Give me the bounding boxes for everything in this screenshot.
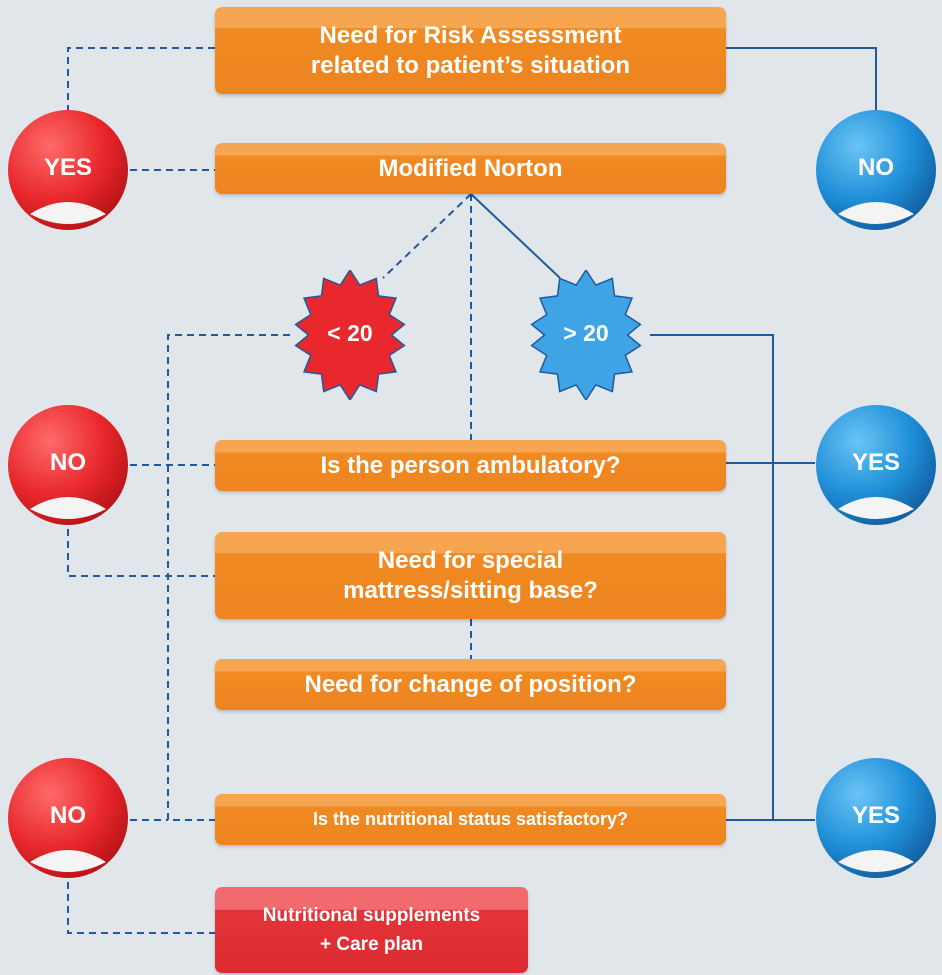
supplements-line-2: + Care plan xyxy=(320,934,423,955)
line-risk-to-yes xyxy=(67,47,215,110)
yes-circle-mid-right: YES xyxy=(816,405,936,525)
score-high-label: > 20 xyxy=(563,320,609,346)
line-no-to-supplements xyxy=(67,870,215,934)
ambulatory-box: Is the person ambulatory? xyxy=(215,440,726,491)
blue-star-shape xyxy=(530,270,642,400)
special-mattress-box: Need for special mattress/sitting base? xyxy=(215,532,726,619)
line-no-to-mattress xyxy=(67,517,215,577)
change-position-box: Need for change of position? xyxy=(215,659,726,710)
yes-circle-bottom-right: YES xyxy=(816,758,936,878)
score-low-label: < 20 xyxy=(327,320,373,346)
risk-assessment-line-1: Need for Risk Assessment xyxy=(319,22,622,50)
line-norton-to-low xyxy=(382,193,472,279)
line-high-to-nutrition xyxy=(650,334,774,821)
yes-circle-top-left: YES xyxy=(8,110,128,230)
risk-assessment-line-2: related to patient’s situation xyxy=(310,51,631,79)
yes-label: YES xyxy=(851,449,901,476)
line-norton-to-high xyxy=(470,193,561,279)
change-position-label: Need for change of position? xyxy=(304,670,637,698)
no-circle-top-right: NO xyxy=(816,110,936,230)
score-high-star: > 20 xyxy=(521,270,651,400)
ambulatory-label: Is the person ambulatory? xyxy=(320,451,621,479)
red-star-shape xyxy=(294,270,406,400)
no-label: NO xyxy=(50,802,86,829)
risk-assessment-box: Need for Risk Assessment related to pati… xyxy=(215,7,726,94)
modified-norton-box: Modified Norton xyxy=(215,143,726,194)
supplements-box: Nutritional supplements + Care plan xyxy=(215,887,528,973)
no-circle-mid-left: NO xyxy=(8,405,128,525)
no-circle-bottom-left: NO xyxy=(8,758,128,878)
special-mattress-line-2: mattress/sitting base? xyxy=(343,576,598,604)
special-mattress-line-1: Need for special xyxy=(377,547,564,575)
red-circle-shape xyxy=(8,758,128,878)
blue-circle-shape xyxy=(816,758,936,878)
line-low-to-nutrition xyxy=(167,334,290,821)
yes-label: YES xyxy=(43,154,93,181)
red-circle-shape xyxy=(8,405,128,525)
modified-norton-label: Modified Norton xyxy=(378,154,563,182)
red-circle-shape xyxy=(8,110,128,230)
line-risk-to-no xyxy=(726,47,877,110)
nutritional-status-label: Is the nutritional status satisfactory? xyxy=(312,808,629,829)
blue-circle-shape xyxy=(816,405,936,525)
supplements-line-1: Nutritional supplements xyxy=(262,904,481,926)
no-label: NO xyxy=(858,154,894,181)
yes-label: YES xyxy=(851,802,901,829)
no-label: NO xyxy=(50,449,86,476)
nutritional-status-box: Is the nutritional status satisfactory? xyxy=(215,794,726,845)
score-low-star: < 20 xyxy=(285,270,415,400)
blue-circle-shape xyxy=(816,110,936,230)
